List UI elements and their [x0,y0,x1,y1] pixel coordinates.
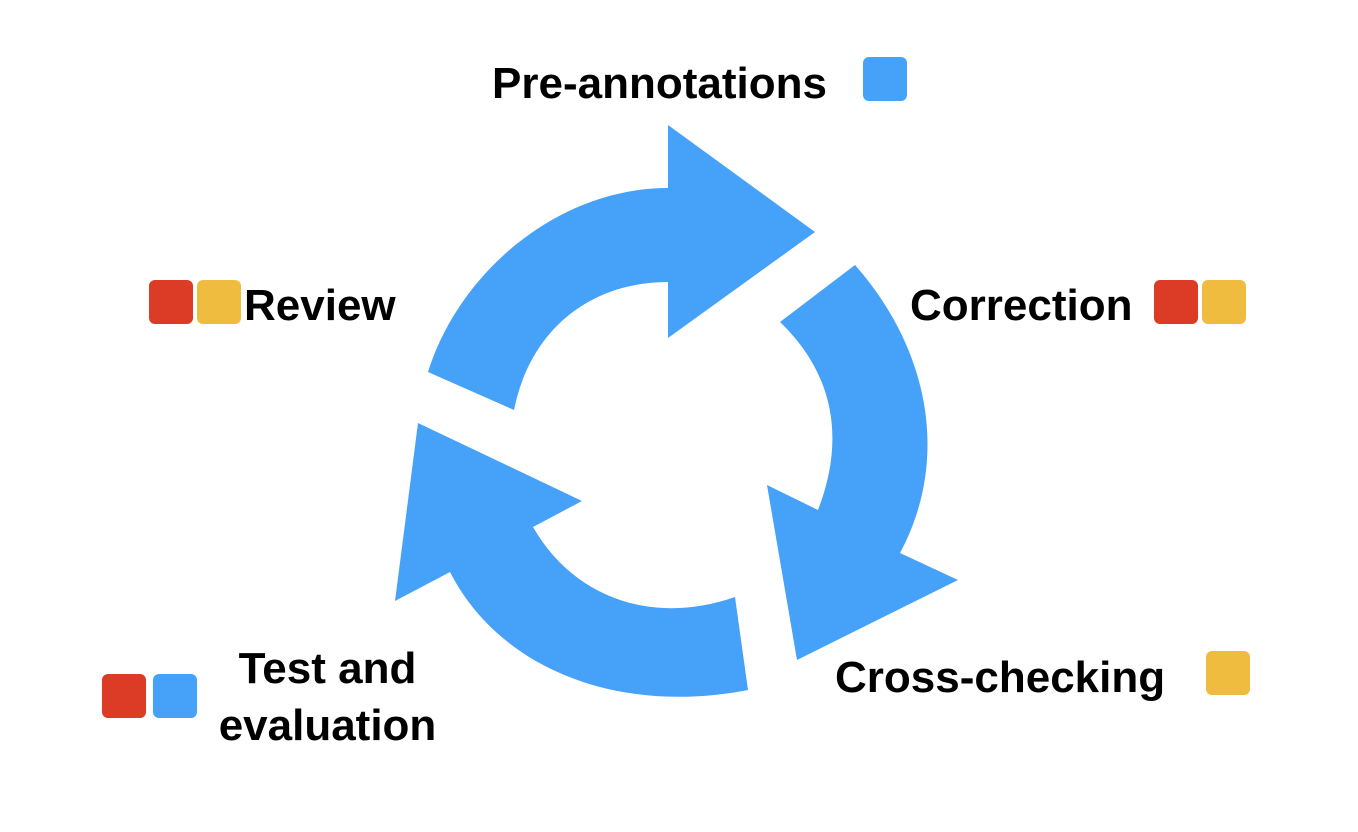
test-and-evaluation-red-marker [102,674,146,718]
correction-yellow-marker [1202,280,1246,324]
cross-checking-label: Cross-checking [835,653,1166,702]
correction-red-marker [1154,280,1198,324]
test-and-evaluation-blue-marker [153,674,197,718]
arrow-bottom-left [395,423,748,697]
test-and-evaluation-label: Test and evaluation [205,640,450,754]
cross-checking-yellow-marker [1206,651,1250,695]
test-and-evaluation-line-1: Test and [238,644,417,693]
arrow-right [767,265,958,660]
test-and-evaluation-line-2: evaluation [218,701,437,750]
review-red-marker [149,280,193,324]
arrow-top [428,125,815,410]
pre-annotations-label: Pre-annotations [492,59,827,108]
review-label: Review [244,281,396,330]
review-yellow-marker [197,280,241,324]
pre-annotations-blue-marker [863,57,907,101]
correction-label: Correction [910,281,1133,330]
